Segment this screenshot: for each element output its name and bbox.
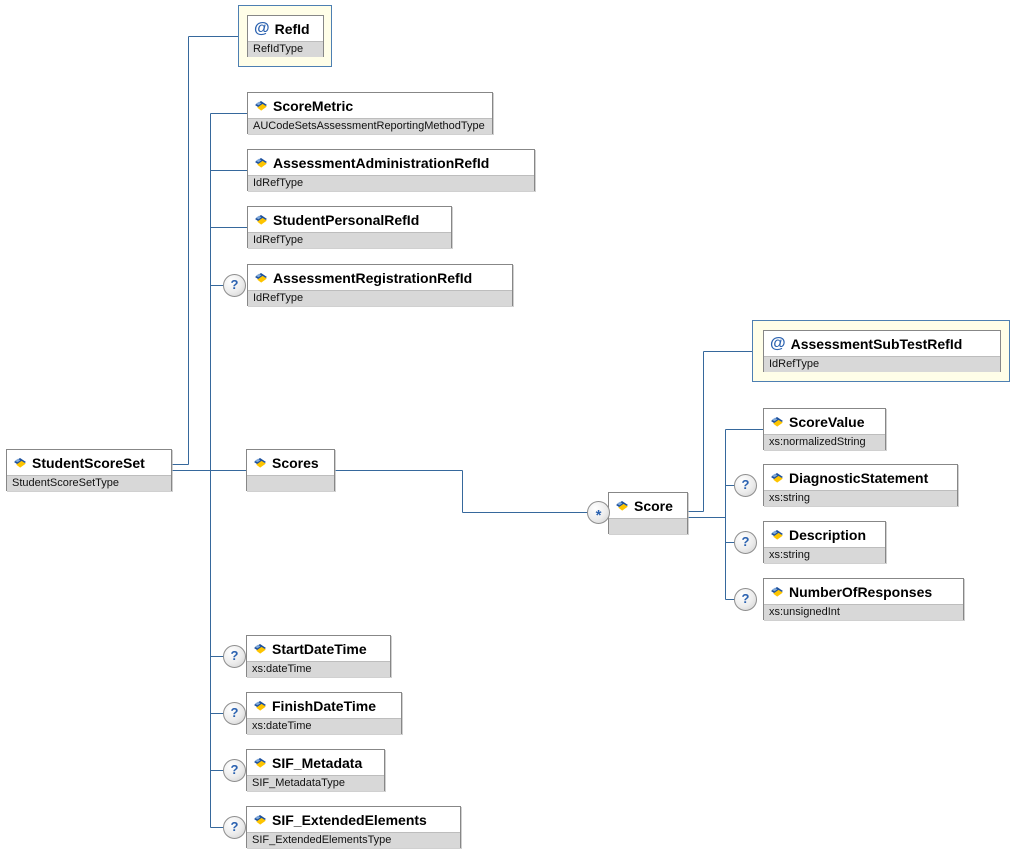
node-title: SIF_ExtendedElements [247,807,460,832]
repeat-indicator: * [587,501,610,524]
node-type: StudentScoreSetType [7,475,171,491]
element-icon [14,457,26,468]
node-title: StartDateTime [247,636,390,661]
node-diagnosticstatement[interactable]: DiagnosticStatement xs:string [763,464,958,506]
element-icon [771,529,783,540]
node-finishdatetime[interactable]: FinishDateTime xs:dateTime [246,692,402,734]
node-sifextendedelements[interactable]: SIF_ExtendedElements SIF_ExtendedElement… [246,806,461,848]
node-title: ScoreMetric [248,93,492,118]
node-title: Description [764,522,885,547]
node-type: xs:dateTime [247,718,401,734]
node-title: FinishDateTime [247,693,401,718]
node-studentscoreset[interactable]: StudentScoreSet StudentScoreSetType [6,449,172,491]
node-type: SIF_MetadataType [247,775,384,791]
element-icon [254,643,266,654]
node-label: FinishDateTime [272,698,376,714]
node-label: SIF_Metadata [272,755,363,771]
node-label: StudentScoreSet [32,455,145,471]
node-score[interactable]: Score [608,492,688,534]
optional-indicator: ? [223,645,246,668]
node-type: AUCodeSetsAssessmentReportingMethodType [248,118,492,134]
node-sifmetadata[interactable]: SIF_Metadata SIF_MetadataType [246,749,385,791]
optional-indicator: ? [734,588,757,611]
element-icon [771,472,783,483]
node-numberofresponses[interactable]: NumberOfResponses xs:unsignedInt [763,578,964,620]
node-refid[interactable]: @ RefId RefIdType [247,15,324,57]
node-type: xs:unsignedInt [764,604,963,620]
node-title: AssessmentAdministrationRefId [248,150,534,175]
optional-indicator: ? [223,274,246,297]
attribute-icon: @ [254,20,270,37]
element-icon [254,757,266,768]
node-title: StudentScoreSet [7,450,171,475]
node-type: xs:dateTime [247,661,390,677]
node-type: IdRefType [764,356,1000,372]
node-type [609,518,687,534]
attribute-wrap-assessmentsubtestrefid: @ AssessmentSubTestRefId IdRefType [752,320,1010,382]
node-label: Score [634,498,673,514]
node-type: RefIdType [248,41,323,57]
node-type [247,475,334,491]
node-title: Score [609,493,687,518]
node-type: xs:string [764,490,957,506]
element-icon [255,157,267,168]
node-label: ScoreValue [789,414,865,430]
node-type: IdRefType [248,232,451,248]
node-label: AssessmentAdministrationRefId [273,155,490,171]
optional-indicator: ? [223,816,246,839]
optional-indicator: ? [223,702,246,725]
element-icon [616,500,628,511]
node-label: Scores [272,455,319,471]
node-title: Scores [247,450,334,475]
node-label: NumberOfResponses [789,584,933,600]
node-scores[interactable]: Scores [246,449,335,491]
element-icon [255,272,267,283]
node-assessmentadministrationrefid[interactable]: AssessmentAdministrationRefId IdRefType [247,149,535,191]
optional-indicator: ? [223,759,246,782]
node-type: IdRefType [248,175,534,191]
optional-indicator: ? [734,474,757,497]
node-type: IdRefType [248,290,512,306]
node-label: AssessmentSubTestRefId [790,336,963,352]
node-label: Description [789,527,867,543]
node-studentpersonalrefid[interactable]: StudentPersonalRefId IdRefType [247,206,452,248]
node-scorevalue[interactable]: ScoreValue xs:normalizedString [763,408,886,450]
node-type: xs:string [764,547,885,563]
node-assessmentregistrationrefid[interactable]: AssessmentRegistrationRefId IdRefType [247,264,513,306]
node-label: SIF_ExtendedElements [272,812,427,828]
node-assessmentsubtestrefid[interactable]: @ AssessmentSubTestRefId IdRefType [763,330,1001,372]
attribute-wrap-refid: @ RefId RefIdType [238,5,332,67]
node-title: @ RefId [248,16,323,41]
node-title: AssessmentRegistrationRefId [248,265,512,290]
node-label: AssessmentRegistrationRefId [273,270,473,286]
node-label: DiagnosticStatement [789,470,929,486]
node-title: SIF_Metadata [247,750,384,775]
node-title: StudentPersonalRefId [248,207,451,232]
node-label: StudentPersonalRefId [273,212,420,228]
node-title: DiagnosticStatement [764,465,957,490]
node-title: @ AssessmentSubTestRefId [764,331,1000,356]
element-icon [254,457,266,468]
node-scoremetric[interactable]: ScoreMetric AUCodeSetsAssessmentReportin… [247,92,493,134]
node-label: ScoreMetric [273,98,354,114]
element-icon [771,416,783,427]
element-icon [255,214,267,225]
node-title: ScoreValue [764,409,885,434]
element-icon [771,586,783,597]
element-icon [255,100,267,111]
node-type: xs:normalizedString [764,434,885,450]
attribute-icon: @ [770,335,786,352]
node-label: RefId [274,21,310,37]
optional-indicator: ? [734,531,757,554]
node-title: NumberOfResponses [764,579,963,604]
node-type: SIF_ExtendedElementsType [247,832,460,848]
node-description[interactable]: Description xs:string [763,521,886,563]
node-startdatetime[interactable]: StartDateTime xs:dateTime [246,635,391,677]
node-label: StartDateTime [272,641,367,657]
element-icon [254,700,266,711]
element-icon [254,814,266,825]
